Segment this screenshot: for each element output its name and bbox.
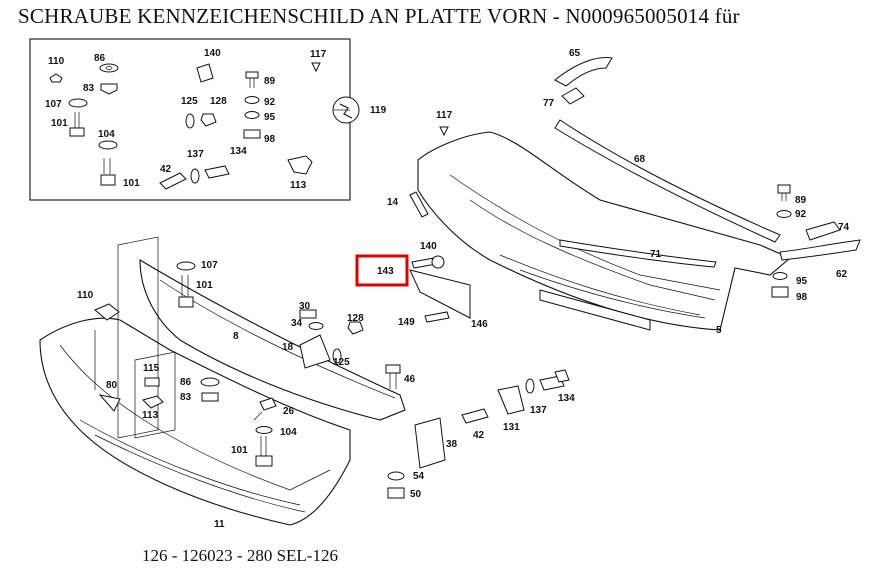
callout-89[interactable]: 89 — [264, 76, 276, 87]
callout-50[interactable]: 50 — [410, 489, 422, 500]
callout-110[interactable]: 110 — [48, 56, 65, 67]
callout-95[interactable]: 95 — [796, 276, 808, 287]
callout-101[interactable]: 101 — [231, 445, 248, 456]
callout-18[interactable]: 18 — [282, 342, 294, 353]
callout-71[interactable]: 71 — [650, 249, 662, 260]
callout-74[interactable]: 74 — [838, 222, 850, 233]
callout-110[interactable]: 110 — [77, 290, 94, 301]
callout-labels: 110 86 83 107 101 104 101 42 137 134 140… — [45, 48, 850, 530]
callout-42[interactable]: 42 — [160, 164, 172, 175]
inset-parts — [49, 62, 360, 190]
callout-101[interactable]: 101 — [196, 280, 213, 291]
callout-68[interactable]: 68 — [634, 154, 646, 165]
callout-11[interactable]: 11 — [214, 519, 225, 530]
callout-140[interactable]: 140 — [420, 241, 437, 252]
callout-101[interactable]: 101 — [51, 118, 68, 129]
callout-140[interactable]: 140 — [204, 48, 221, 59]
callout-92[interactable]: 92 — [264, 97, 276, 108]
callout-119[interactable]: 119 — [370, 105, 387, 116]
callout-95[interactable]: 95 — [264, 112, 276, 123]
callout-92[interactable]: 92 — [795, 209, 807, 220]
callout-30[interactable]: 30 — [299, 301, 311, 312]
callout-107[interactable]: 107 — [201, 260, 218, 271]
model-footer: 126 - 126023 - 280 SEL-126 — [142, 546, 338, 565]
callout-107[interactable]: 107 — [45, 99, 62, 110]
callout-137[interactable]: 137 — [530, 405, 547, 416]
callout-89[interactable]: 89 — [795, 195, 807, 206]
callout-8[interactable]: 8 — [233, 331, 239, 342]
callout-101[interactable]: 101 — [123, 178, 140, 189]
callout-128[interactable]: 128 — [347, 313, 364, 324]
callout-83[interactable]: 83 — [180, 392, 192, 403]
callout-26[interactable]: 26 — [283, 406, 295, 417]
callout-77[interactable]: 77 — [543, 98, 555, 109]
callout-54[interactable]: 54 — [413, 471, 425, 482]
callout-104[interactable]: 104 — [280, 427, 297, 438]
callout-98[interactable]: 98 — [264, 134, 276, 145]
page-title: SCHRAUBE KENNZEICHENSCHILD AN PLATTE VOR… — [18, 4, 740, 28]
callout-131[interactable]: 131 — [503, 422, 520, 433]
rear-bumper-assembly — [409, 57, 861, 331]
callout-98[interactable]: 98 — [796, 292, 808, 303]
callout-65[interactable]: 65 — [569, 48, 581, 59]
callout-115[interactable]: 115 — [143, 363, 160, 374]
front-bumper-assembly — [39, 236, 570, 526]
callout-42[interactable]: 42 — [473, 430, 485, 441]
callout-149[interactable]: 149 — [398, 317, 415, 328]
callout-137[interactable]: 137 — [187, 149, 204, 160]
callout-113[interactable]: 113 — [142, 410, 159, 421]
callout-143[interactable]: 143 — [377, 266, 394, 277]
highlight-box-143[interactable] — [355, 254, 409, 287]
callout-117[interactable]: 117 — [436, 110, 453, 121]
callout-86[interactable]: 86 — [180, 377, 192, 388]
callout-62[interactable]: 62 — [836, 269, 848, 280]
callout-38[interactable]: 38 — [446, 439, 458, 450]
callout-134[interactable]: 134 — [558, 393, 575, 404]
callout-113[interactable]: 113 — [290, 180, 307, 191]
callout-146[interactable]: 146 — [471, 319, 488, 330]
callout-128[interactable]: 128 — [210, 96, 227, 107]
callout-117[interactable]: 117 — [310, 49, 327, 60]
callout-80[interactable]: 80 — [106, 380, 118, 391]
callout-125[interactable]: 125 — [333, 357, 350, 368]
callout-34[interactable]: 34 — [291, 318, 303, 329]
callout-83[interactable]: 83 — [83, 83, 95, 94]
callout-5[interactable]: 5 — [716, 325, 722, 336]
callout-125[interactable]: 125 — [181, 96, 198, 107]
callout-46[interactable]: 46 — [404, 374, 416, 385]
callout-134[interactable]: 134 — [230, 146, 247, 157]
callout-86[interactable]: 86 — [94, 53, 106, 64]
callout-14[interactable]: 14 — [387, 197, 399, 208]
callout-104[interactable]: 104 — [98, 129, 115, 140]
